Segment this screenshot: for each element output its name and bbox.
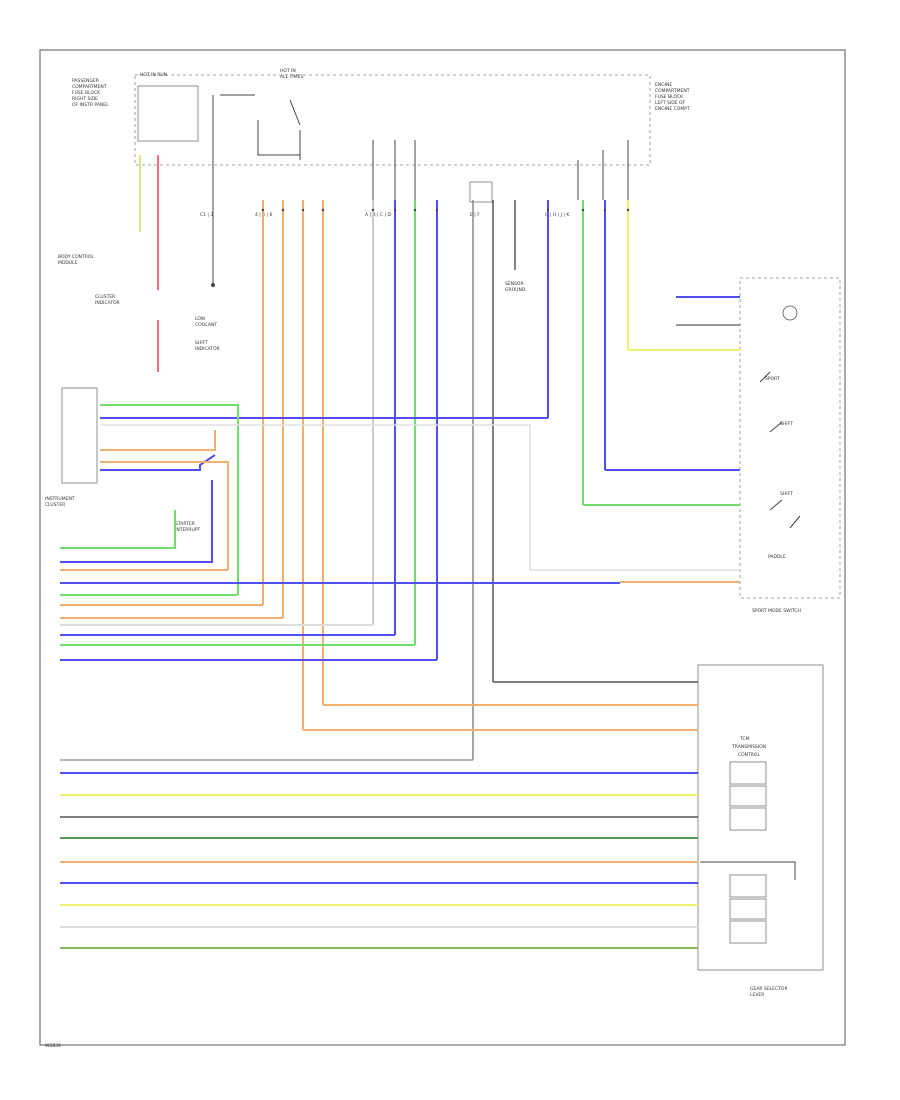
svg-text:LOW: LOW [195, 316, 206, 322]
svg-text:OF INSTR PANEL: OF INSTR PANEL [72, 102, 109, 108]
svg-text:COOLANT: COOLANT [195, 322, 217, 328]
fuse-box-left [137, 85, 199, 142]
svg-text:CONTROL: CONTROL [738, 752, 760, 758]
transmission-module-box [697, 664, 824, 971]
svg-text:SPORT: SPORT [765, 376, 780, 382]
svg-text:HOT IN: HOT IN [280, 68, 296, 74]
svg-text:GEAR SELECTOR: GEAR SELECTOR [750, 986, 788, 992]
svg-text:SENSOR: SENSOR [505, 281, 524, 287]
svg-text:ENGINE COMPT: ENGINE COMPT [655, 106, 690, 112]
lamp-icon [782, 305, 798, 321]
svg-text:TCM: TCM [739, 736, 750, 742]
svg-text:INTERRUPT: INTERRUPT [175, 527, 201, 533]
svg-text:LEFT SIDE OF: LEFT SIDE OF [655, 100, 686, 106]
svg-text:CLUSTER: CLUSTER [95, 294, 115, 300]
svg-text:LEVER: LEVER [750, 992, 764, 998]
sport-mode-switch-box [739, 277, 841, 599]
svg-text:A | B | C | D: A | B | C | D [365, 212, 391, 218]
diagram-frame [39, 49, 846, 1046]
svg-text:HOT IN RUN: HOT IN RUN [140, 72, 167, 78]
svg-text:FUSE BLOCK: FUSE BLOCK [72, 90, 101, 96]
footer-code: W5834 [45, 1043, 61, 1049]
svg-text:INSTRUMENT: INSTRUMENT [45, 496, 75, 502]
svg-text:RIGHT SIDE: RIGHT SIDE [72, 96, 98, 102]
svg-text:ALL TIMES: ALL TIMES [280, 74, 303, 80]
svg-text:CLUSTER: CLUSTER [45, 502, 65, 508]
svg-text:INDICATOR: INDICATOR [95, 300, 120, 306]
svg-text:ENGINE: ENGINE [655, 82, 672, 88]
svg-text:SHIFT: SHIFT [195, 340, 208, 346]
svg-text:SPORT MODE SWITCH: SPORT MODE SWITCH [752, 608, 801, 614]
svg-text:PASSENGER: PASSENGER [72, 78, 99, 84]
svg-text:GROUND: GROUND [505, 287, 526, 293]
svg-text:TRANSMISSION: TRANSMISSION [731, 744, 766, 750]
svg-text:INDICATOR: INDICATOR [195, 346, 220, 352]
svg-text:FUSE BLOCK: FUSE BLOCK [655, 94, 684, 100]
svg-text:PADDLE: PADDLE [768, 554, 786, 560]
svg-text:E | F: E | F [470, 212, 480, 218]
svg-text:BODY CONTROL: BODY CONTROL [58, 254, 94, 260]
svg-text:MODULE: MODULE [58, 260, 78, 266]
svg-text:STARTER: STARTER [175, 521, 195, 527]
fuse-block-top [134, 74, 651, 166]
svg-text:SHIFT: SHIFT [780, 421, 793, 427]
svg-text:COMPARTMENT: COMPARTMENT [72, 84, 107, 90]
svg-text:COMPARTMENT: COMPARTMENT [655, 88, 690, 94]
svg-text:SHIFT: SHIFT [780, 491, 793, 497]
svg-text:C1 | 3: C1 | 3 [200, 212, 213, 218]
svg-text:G | H | J | K: G | H | J | K [545, 212, 570, 218]
